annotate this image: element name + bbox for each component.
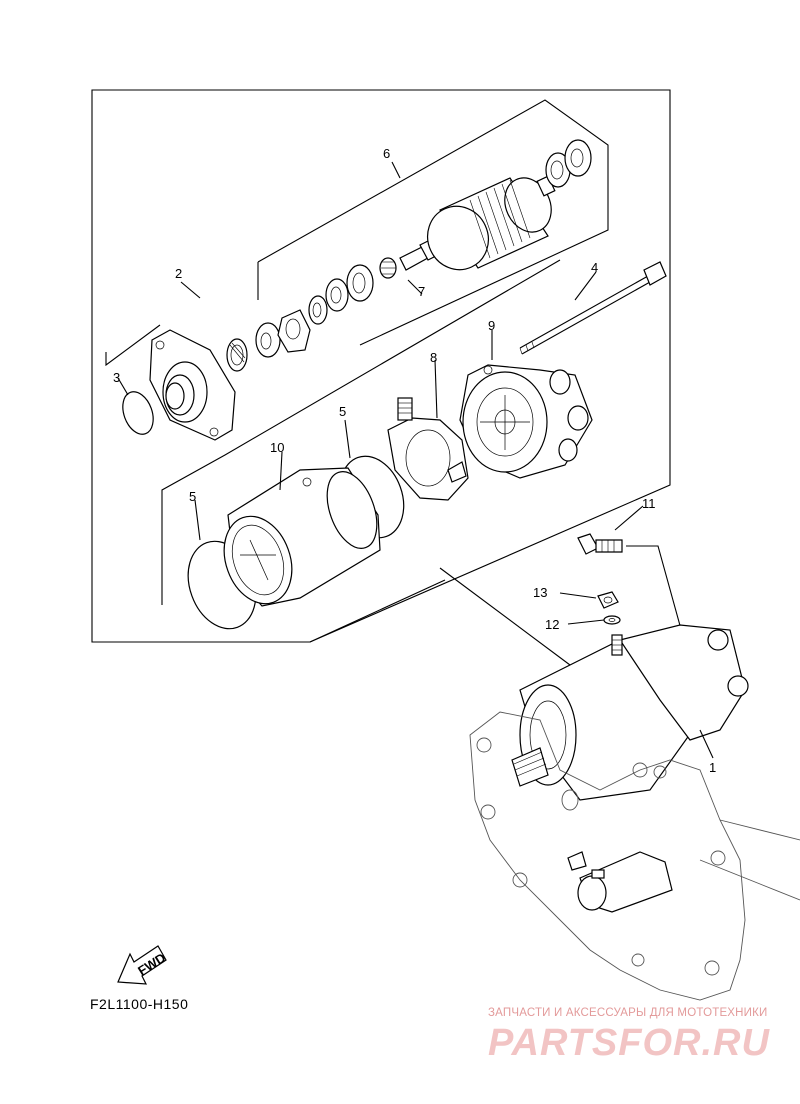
callout-10: 10 — [270, 440, 284, 455]
part-3-o-ring — [122, 391, 154, 435]
exploded-view-frame — [91, 89, 671, 643]
part-8-brush-holder — [387, 397, 469, 501]
part-4-through-bolt — [519, 261, 667, 355]
part-13-nut — [597, 591, 619, 609]
watermark-brand: PARTSFOR.RU — [488, 1022, 770, 1064]
callout-4: 4 — [591, 260, 598, 275]
callout-12: 12 — [545, 617, 559, 632]
watermark-tagline: ЗАПЧАСТИ И АКСЕССУАРЫ ДЛЯ МОТОТЕХНИКИ — [488, 1007, 768, 1019]
callout-7: 7 — [418, 284, 425, 299]
part-7-splined-gear — [379, 257, 397, 279]
callout-2: 2 — [175, 266, 182, 281]
callout-11: 11 — [642, 496, 656, 511]
callout-5-rear: 5 — [339, 404, 346, 419]
part-1-starter-motor-assembly — [511, 624, 749, 801]
callout-8: 8 — [430, 350, 437, 365]
callout-leaders — [117, 161, 714, 759]
bracket-yoke — [161, 259, 561, 605]
part-2-front-cover — [149, 329, 236, 441]
bracket-front-cover — [105, 324, 161, 367]
bracket-armature — [257, 99, 609, 346]
engine-case-outline — [469, 711, 800, 1001]
bearing — [226, 338, 248, 372]
callout-6: 6 — [383, 146, 390, 161]
callout-13: 13 — [533, 585, 547, 600]
part-12-washer — [603, 615, 621, 625]
part-10-yoke — [223, 467, 381, 607]
fwd-arrow-icon: FWD — [117, 945, 168, 985]
washer-set-front — [255, 264, 374, 358]
callout-3: 3 — [113, 370, 120, 385]
callout-5-front: 5 — [189, 489, 196, 504]
callout-1: 1 — [709, 760, 716, 775]
washer-set-rear — [545, 139, 592, 188]
callout-9: 9 — [488, 318, 495, 333]
part-11-bolt — [577, 533, 685, 641]
part-6-armature — [399, 175, 556, 271]
diagram-code: F2L1100-H150 — [90, 996, 189, 1012]
part-9-rear-cover — [459, 364, 593, 479]
